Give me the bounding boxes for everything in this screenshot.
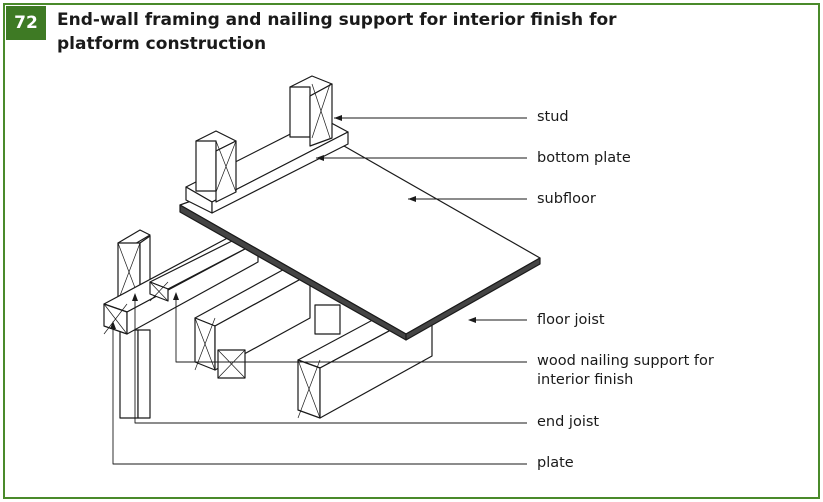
leader-lines <box>112 117 527 465</box>
leader-arrowheads <box>110 115 476 329</box>
arrow-stud <box>334 115 342 121</box>
arrow-end-joist <box>132 293 138 301</box>
label-subfloor: subfloor <box>537 191 596 207</box>
arrow-nailing-support <box>173 292 179 300</box>
label-floor-joist: floor joist <box>537 312 605 328</box>
leader-end-joist <box>134 296 527 424</box>
end-joist-post <box>119 329 151 419</box>
subfloor-panel <box>179 145 541 341</box>
label-wood-nailing-line-2: interior finish <box>537 372 634 388</box>
label-wood-nailing-support: wood nailing support for interior finish <box>537 352 714 390</box>
leader-plate <box>112 324 527 465</box>
stud-front <box>195 130 237 203</box>
label-plate: plate <box>537 455 574 471</box>
arrow-plate <box>110 321 116 329</box>
leader-nailing-support <box>175 295 527 363</box>
label-stud: stud <box>537 109 569 125</box>
arrow-bottom-plate <box>316 155 324 161</box>
stud-rear <box>289 75 333 147</box>
floor-joist-1 <box>194 265 311 371</box>
joist-support-block-2 <box>314 304 341 335</box>
figure-title: End-wall framing and nailing support for… <box>57 8 697 56</box>
label-bottom-plate: bottom plate <box>537 150 631 166</box>
figure-title-line-1: End-wall framing and nailing support for… <box>57 10 617 30</box>
figure-title-line-2: platform construction <box>57 34 267 54</box>
arrow-subfloor <box>408 196 416 202</box>
label-end-joist: end joist <box>537 414 600 430</box>
arrow-floor-joist <box>468 317 476 323</box>
joist-support-block-1 <box>217 349 246 379</box>
figure-number-badge: 72 <box>6 6 46 40</box>
label-wood-nailing-line-1: wood nailing support for <box>537 353 714 369</box>
